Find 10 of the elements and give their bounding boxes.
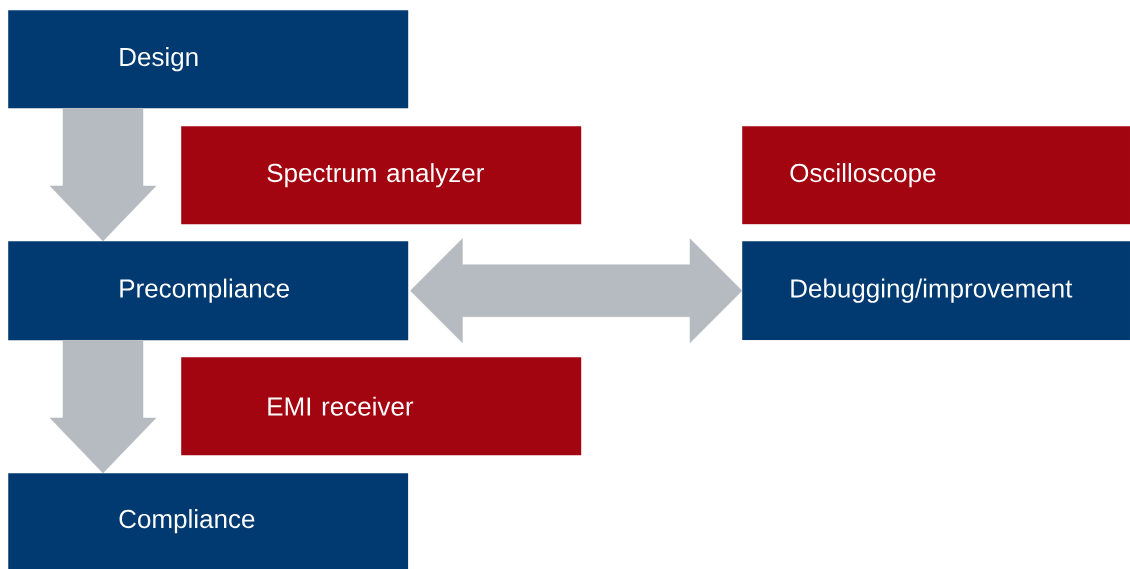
stage-box: Design bbox=[8, 10, 409, 109]
block-arrow bbox=[410, 238, 743, 343]
instrument-box: EMI receiver bbox=[181, 357, 582, 456]
block-arrow bbox=[49, 108, 157, 242]
stage-box: Compliance bbox=[8, 473, 409, 569]
instrument-box: Spectrum analyzer bbox=[181, 126, 582, 225]
stage-box: Precompliance bbox=[8, 241, 409, 341]
instrument-box: Oscilloscope bbox=[742, 126, 1130, 225]
stage-box: Debugging/improvement bbox=[742, 241, 1130, 341]
block-arrow bbox=[49, 340, 157, 474]
